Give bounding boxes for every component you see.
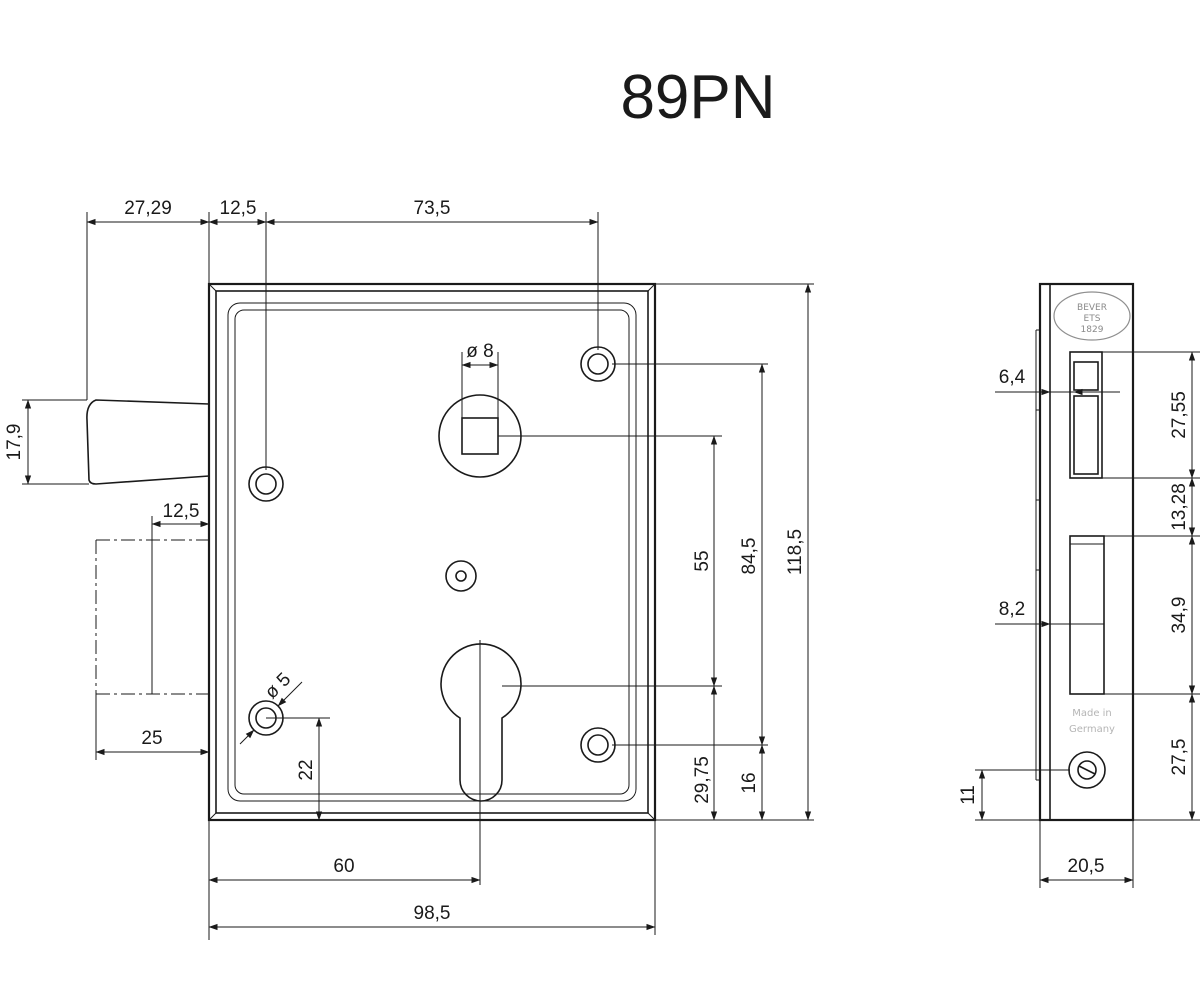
case-plate (207, 282, 657, 822)
dim-edge-to-hole: 12,5 (220, 198, 257, 219)
dim-side-bolt-depth: 6,4 (999, 367, 1026, 388)
mounting-hole (580, 727, 616, 763)
dim-side-bottom-offset: 27,5 (1169, 739, 1190, 776)
cylinder-cutout (440, 643, 522, 802)
svg-text:Made in: Made in (1072, 708, 1112, 719)
svg-text:BEVER: BEVER (1077, 303, 1107, 313)
svg-text:1829: 1829 (1081, 325, 1104, 335)
dim-cylinder-from-bottom: 29,75 (692, 756, 713, 804)
dim-backset: 60 (333, 856, 354, 877)
dim-side-bolt-height: 27,55 (1169, 391, 1190, 439)
mounting-hole (248, 466, 284, 502)
screw-icon (1068, 751, 1106, 789)
dim-latch-offset: 12,5 (163, 501, 200, 522)
svg-text:ETS: ETS (1084, 314, 1101, 324)
dim-hole-spacing: 73,5 (414, 198, 451, 219)
side-latch (1069, 535, 1105, 695)
svg-text:Germany: Germany (1069, 724, 1115, 735)
dim-side-screw-height: 11 (958, 785, 979, 805)
made-in-stamp: Made in Germany (1069, 708, 1115, 735)
center-pin (445, 560, 477, 592)
drawing-title: 89PN (620, 63, 775, 132)
dim-hub-diameter: ø 8 (466, 341, 493, 362)
dim-latch-depth: 25 (141, 728, 162, 749)
dim-side-case-thickness: 20,5 (1068, 856, 1105, 877)
bolt (86, 399, 210, 485)
dim-side-gap: 13,28 (1169, 483, 1190, 531)
dim-hole-from-left: 22 (296, 759, 317, 780)
dim-cylinder-to-hub: 55 (692, 550, 713, 571)
dim-side-latch-height: 34,9 (1169, 597, 1190, 634)
dim-bolt-height: 17,9 (4, 424, 25, 461)
side-faceplate (1038, 282, 1135, 822)
dim-hole-from-bottom: 16 (739, 772, 760, 793)
side-bolt (1069, 351, 1103, 479)
front-view: 27,29 12,5 73,5 17,9 12,5 25 ø 8 ø 5 22 (4, 198, 814, 940)
dim-bolt-offset: 27,29 (124, 198, 172, 219)
dim-case-height: 118,5 (785, 529, 806, 575)
dim-hole-diameter: ø 5 (261, 669, 295, 703)
brand-logo: BEVER ETS 1829 (1053, 291, 1131, 341)
latch-outline (95, 539, 209, 695)
dim-case-width: 98,5 (414, 903, 451, 924)
mounting-hole (580, 346, 616, 382)
dim-hole-to-hole-vertical: 84,5 (739, 538, 760, 575)
dim-side-latch-depth: 8,2 (999, 599, 1025, 620)
side-view: BEVER ETS 1829 Made in Germany (958, 282, 1200, 888)
